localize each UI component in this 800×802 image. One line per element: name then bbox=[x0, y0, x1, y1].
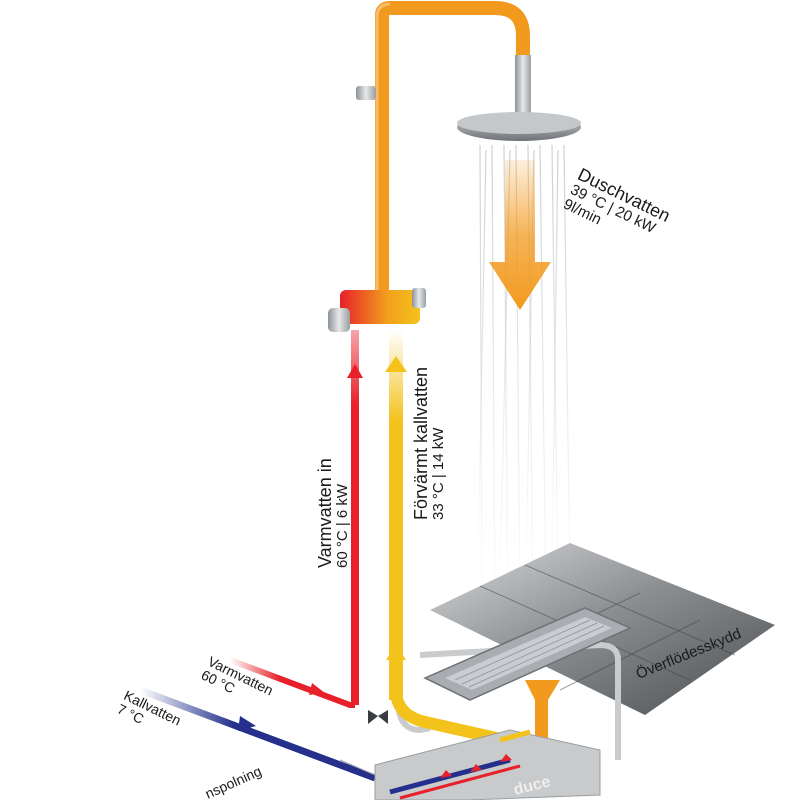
preheated-up-arrow bbox=[385, 356, 407, 372]
hot-water-in-pipe bbox=[351, 330, 359, 705]
preheated-bend-pipe bbox=[390, 644, 511, 746]
mixer-knob-right bbox=[412, 288, 426, 308]
shower-riser-pipe bbox=[375, 0, 530, 307]
cold-pipe-guide bbox=[339, 759, 376, 776]
check-valve bbox=[368, 710, 378, 724]
thermostat-mixer bbox=[340, 290, 420, 324]
shower-flow-arrow bbox=[489, 160, 551, 310]
hot-water-in-title: Varmvatten in bbox=[315, 458, 335, 568]
cold-water-supply-pipe bbox=[138, 686, 377, 782]
riser-pipe-highlight bbox=[375, 2, 391, 300]
hot-water-up-arrow bbox=[347, 364, 363, 378]
cold-supply-arrow bbox=[238, 716, 256, 731]
hot-water-in-label: Varmvatten in 60 °C | 6 kW bbox=[315, 458, 351, 568]
preheated-water-title: Förvärmt kallvatten bbox=[411, 366, 431, 520]
mixer-knob-left bbox=[328, 308, 350, 332]
hot-water-in-temp-power: 60 °C | 6 kW bbox=[333, 483, 351, 568]
hot-supply-arrow bbox=[309, 683, 325, 695]
drain-grate-perforation bbox=[454, 619, 605, 688]
shower-head-top bbox=[457, 112, 581, 134]
preheated-bend-arrow bbox=[386, 644, 406, 660]
preheated-water-temp-power: 33 °C | 14 kW bbox=[429, 427, 447, 520]
drain-funnel bbox=[525, 680, 560, 760]
preheated-water-pipe bbox=[389, 330, 403, 700]
check-valve-b bbox=[378, 710, 388, 724]
preheated-water-label: Förvärmt kallvatten 33 °C | 14 kW bbox=[411, 366, 447, 520]
riser-bracket bbox=[356, 86, 376, 100]
heat-exchanger-tubes bbox=[389, 729, 531, 800]
hot-water-supply-pipe bbox=[228, 657, 355, 708]
steel-outlet-pipe bbox=[515, 55, 531, 125]
